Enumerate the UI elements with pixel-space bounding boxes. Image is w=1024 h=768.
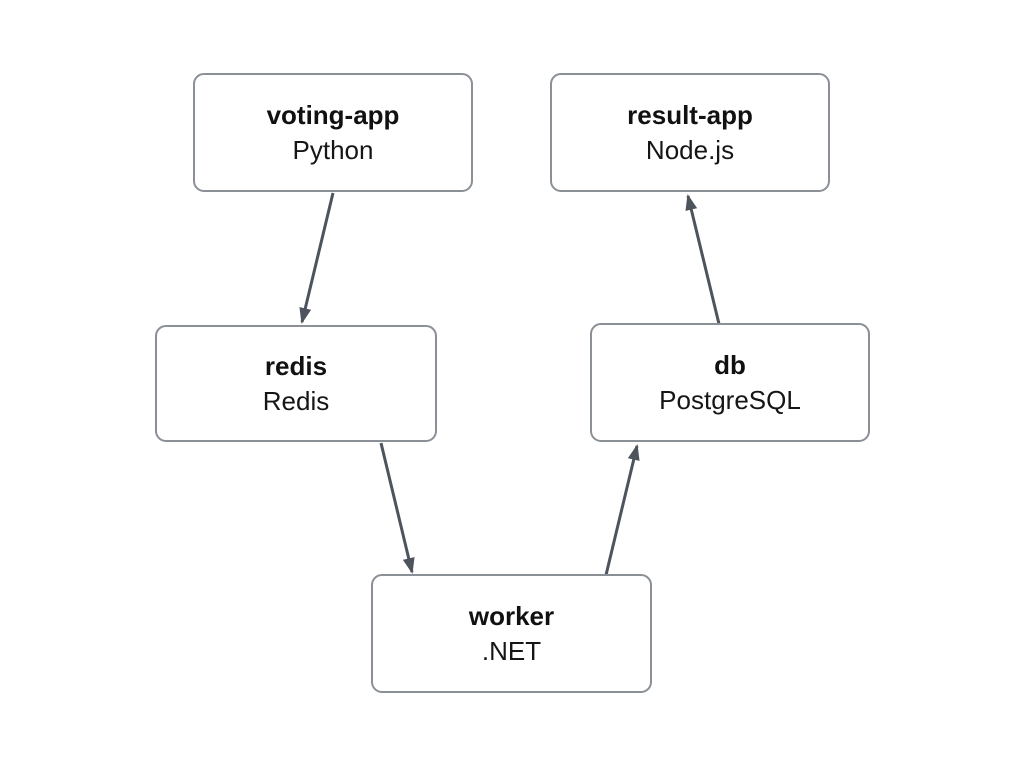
node-redis-tech: Redis — [262, 385, 330, 416]
node-result-app-name: result-app — [627, 99, 753, 130]
edge-worker-to-db — [604, 444, 640, 576]
node-worker-name: worker — [468, 600, 555, 631]
node-db: db PostgreSQL — [590, 323, 870, 442]
node-result-app-tech: Node.js — [645, 134, 735, 165]
node-result-app: result-app Node.js — [550, 73, 830, 192]
node-db-name: db — [714, 349, 746, 380]
edge-db-to-result-app — [685, 194, 721, 325]
node-voting-app-name: voting-app — [266, 99, 400, 130]
node-voting-app: voting-app Python — [193, 73, 473, 192]
node-worker: worker .NET — [371, 574, 652, 693]
edge-voting-app-to-redis — [299, 192, 335, 324]
node-redis: redis Redis — [155, 325, 437, 442]
node-voting-app-tech: Python — [292, 134, 374, 165]
node-redis-name: redis — [264, 350, 328, 381]
edge-redis-to-worker — [379, 442, 415, 574]
node-db-tech: PostgreSQL — [659, 384, 801, 415]
node-worker-tech: .NET — [481, 635, 542, 666]
